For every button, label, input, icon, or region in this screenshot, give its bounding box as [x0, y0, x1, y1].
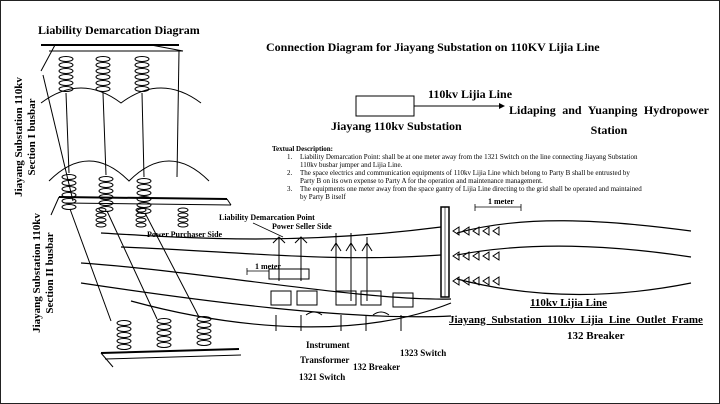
breaker-132-label: 132 Breaker [353, 362, 401, 372]
switchgear [268, 233, 414, 331]
busbar-section-2 [50, 196, 232, 216]
outlet-frame-label: Jiayang Substation 110kv Lijia Line Outl… [449, 314, 703, 326]
outlet-line-label: 110kv Lijia Line [530, 297, 608, 309]
outlet-frame [440, 206, 500, 298]
upper-conductors [40, 50, 210, 322]
description-title: Textual Description: [272, 145, 333, 153]
description-item: The space electrics and communication eq… [294, 169, 642, 185]
liability-demarcation-point-label: Liability Demarcation Point [219, 213, 315, 222]
description-list: Liability Demarcation Point: shall be at… [272, 153, 642, 201]
lower-insulator-strings [95, 207, 212, 350]
lijia-line-label: 110kv Lijia Line [428, 87, 513, 101]
substation-label: Jiayang 110kv Substation [331, 119, 462, 133]
hydropower-station-line-1: Lidaping and Yuanping Hydropower [509, 103, 709, 117]
description-item: The equipments one meter away from the s… [294, 185, 642, 201]
power-purchaser-side-label: Power Purchaser Side [147, 230, 223, 239]
breaker-132-right-label: 132 Breaker [567, 330, 625, 342]
schematic-connection [355, 95, 505, 117]
busbar-section-2-line-2: Section II busbar [44, 232, 56, 314]
description-item: Liability Demarcation Point: shall be at… [294, 153, 642, 169]
power-seller-side-label: Power Seller Side [272, 222, 332, 231]
textual-description: Textual Description: Liability Demarcati… [272, 145, 642, 201]
dimension-lines [246, 204, 522, 275]
busbar-section-2-label: Jiayang Substation 110kv Section II busb… [31, 213, 57, 333]
one-meter-label-right: 1 meter [488, 197, 514, 206]
hydropower-station-label: Lidaping and Yuanping Hydropower Station [509, 100, 709, 140]
feeder-conductors [80, 220, 692, 328]
busbar-section-1 [40, 44, 184, 72]
switch-1321-label: 1321 Switch [299, 372, 346, 382]
hydropower-station-line-2: Station [590, 123, 628, 137]
switch-1323-label: 1323 Switch [400, 348, 447, 358]
busbar-section-1-line-1: Jiayang Substation 110kv [13, 77, 25, 197]
busbar-section-1-label: Jiayang Substation 110kv Section I busba… [13, 77, 39, 197]
busbar-section-1-line-2: Section I busbar [26, 98, 38, 176]
diagram-title: Connection Diagram for Jiayang Substatio… [266, 40, 600, 54]
busbar-bottom [100, 348, 242, 368]
page-header: Liability Demarcation Diagram [38, 23, 200, 37]
transformer-label: Transformer [300, 355, 350, 365]
busbar-section-2-line-1: Jiayang Substation 110kv [31, 213, 43, 333]
instrument-label: Instrument [306, 340, 350, 350]
one-meter-label-left: 1 meter [255, 262, 281, 271]
